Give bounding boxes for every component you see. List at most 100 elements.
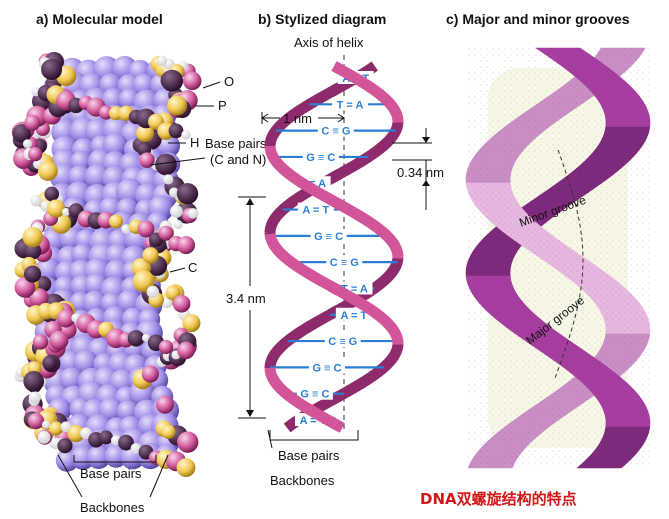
- panel-c-title: c) Major and minor grooves: [446, 11, 630, 27]
- base-pair-label-bg: [310, 228, 347, 242]
- backbone-atom: [41, 420, 51, 429]
- base-pair-label-bg: [308, 360, 345, 374]
- backbone-atom: [98, 105, 114, 120]
- base-atom: [101, 88, 126, 112]
- base-pair-label: T = A: [337, 99, 364, 111]
- panel-b-title: b) Stylized diagram: [258, 11, 386, 27]
- backbone-atom: [187, 208, 199, 219]
- backbone-atom: [163, 174, 174, 185]
- backbone-atom: [28, 391, 41, 404]
- backbone-atom: [158, 225, 174, 241]
- base-atom: [155, 133, 181, 158]
- backbone-atom: [56, 309, 76, 328]
- backbone-atom: [41, 58, 63, 80]
- backbone-atom: [29, 288, 49, 308]
- panel-c-grooves: c) Major and minor grooves Minor groove …: [446, 11, 651, 469]
- rise-label: 0.34 nm: [397, 165, 444, 180]
- base-atom: [59, 367, 84, 392]
- label-carbon: C: [188, 260, 197, 275]
- rise-arrowhead-top: [422, 137, 430, 143]
- backbone-atom: [161, 297, 173, 309]
- pointer-b-left: [267, 429, 273, 449]
- backbone-atom: [177, 431, 199, 453]
- panel-a-title: a) Molecular model: [36, 11, 163, 27]
- backbone-atom: [80, 427, 92, 440]
- panel-b-backbones: Backbones: [270, 473, 335, 488]
- base-atom: [86, 445, 111, 470]
- pointer-oxygen: [202, 81, 221, 89]
- backbone-atom: [28, 147, 43, 162]
- backbone-atom: [67, 425, 85, 443]
- ribbon-texture: [466, 48, 650, 468]
- pitch-arrowhead-top: [246, 198, 254, 205]
- backbone-atom: [37, 430, 51, 444]
- backbone-atom: [42, 355, 58, 371]
- pitch-arrowhead-bottom: [246, 410, 254, 417]
- base-pair-rung: G ≡ C: [286, 386, 344, 401]
- bracket-base-pairs-a: [73, 455, 157, 463]
- backbone-atom: [32, 334, 49, 350]
- base-pair-label: C ≡ G: [330, 257, 359, 269]
- base-pair-label-bg: [297, 202, 334, 216]
- backbone-atom: [176, 458, 196, 478]
- strand-front: [264, 61, 404, 433]
- base-pair-label: C ≡ G: [328, 336, 357, 348]
- label-hydrogen: H: [190, 135, 199, 150]
- base-pair-rung: A = T: [283, 202, 349, 217]
- backbone-atom: [118, 434, 134, 451]
- base-pair-label: C ≡ G: [321, 126, 350, 138]
- base-pair-rung: G ≡ C: [270, 228, 387, 243]
- width-label: 1 nm: [283, 111, 312, 126]
- backbone-atom: [158, 339, 174, 355]
- base-pair-rung: A = T: [329, 307, 378, 322]
- base-pair-label: G ≡ C: [314, 231, 343, 243]
- width-arrow-left: [261, 113, 269, 123]
- ribbon-front: [465, 47, 651, 468]
- backbone-atom: [173, 220, 183, 230]
- base-pair-label-bg: [317, 123, 354, 137]
- panel-a-molecular-model: a) Molecular model O P H Base pairs (C a…: [11, 11, 267, 515]
- backbone-atom: [168, 123, 184, 139]
- bracket-base-pairs-b: [269, 430, 359, 441]
- label-phosphorus: P: [218, 98, 227, 113]
- base-pair-rungs: A = TT = AC ≡ GG ≡ CT = AA = TG ≡ CC ≡ G…: [270, 71, 398, 427]
- base-pair-rung: C ≡ G: [287, 334, 398, 348]
- backbone-atom: [181, 130, 191, 140]
- backbone-atom: [61, 207, 71, 217]
- panel-a-base-pairs: Base pairs: [80, 466, 142, 481]
- backbone-atom: [49, 330, 69, 350]
- backbone-atom: [22, 226, 43, 248]
- backbone-atom: [12, 124, 32, 143]
- base-pair-label: G ≡ C: [306, 152, 335, 164]
- backbone-atom: [98, 430, 114, 445]
- backbone-atom: [161, 424, 176, 440]
- backbone-atom: [44, 186, 60, 202]
- backbone-atom: [170, 205, 183, 218]
- pointer-backbone-left: [57, 454, 83, 498]
- base-pair-label-bg: [326, 255, 363, 269]
- backbone-atom: [24, 114, 41, 131]
- backbone-atom: [177, 341, 195, 360]
- backbone-atom: [24, 242, 42, 260]
- backbone-atom: [30, 195, 42, 207]
- label-base-pairs-cn-1: Base pairs: [205, 136, 267, 151]
- backbone-atom: [139, 152, 155, 168]
- backbone-atom: [155, 153, 177, 176]
- backbone-atom: [172, 294, 191, 313]
- backbone-atom: [37, 160, 58, 181]
- base-pair-rung: C ≡ G: [291, 255, 398, 269]
- backbone-atom: [46, 199, 66, 218]
- axis-of-helix-label: Axis of helix: [294, 35, 364, 50]
- base-pair-label: G ≡ C: [300, 389, 329, 401]
- pointer-backbone-right: [149, 454, 169, 498]
- backbone-atom: [141, 333, 151, 342]
- base-pair-rung: T = A: [309, 97, 391, 111]
- backbone-atom: [141, 365, 159, 383]
- pointer-base-pairs: [149, 157, 206, 166]
- base-pair-rung: G ≡ C: [270, 360, 384, 374]
- backbone-atom: [22, 139, 33, 149]
- backbone-atom: [167, 95, 187, 116]
- backbone-atom: [127, 330, 145, 347]
- helix-strand-segment: [336, 421, 345, 433]
- backbone-atom: [161, 69, 184, 92]
